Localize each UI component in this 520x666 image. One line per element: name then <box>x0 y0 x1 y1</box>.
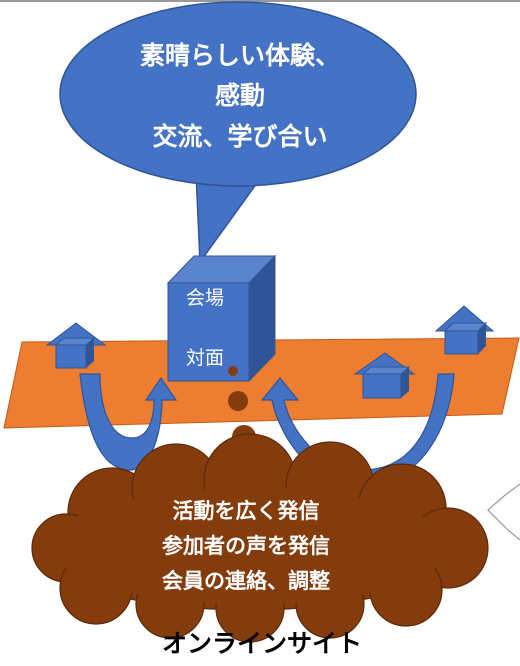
small-block-right <box>434 305 495 355</box>
cloud: 活動を広く発信 参加者の声を発信 会員の連絡、調整 <box>31 433 489 643</box>
curved-arrow-left <box>79 373 178 471</box>
cloud-line-2: 参加者の声を発信 <box>162 534 330 558</box>
bubble-line-3: 交流、学び合い <box>152 122 327 151</box>
dot-small <box>228 366 238 376</box>
bubble-line-2: 感動 <box>215 81 265 110</box>
venue-bottom-label: 対面 <box>186 347 224 369</box>
dot-medium <box>228 391 248 411</box>
small-block-left <box>45 322 107 369</box>
venue-box: 会場 対面 <box>166 254 277 383</box>
bubble-line-1: 素晴らしい体験、 <box>140 41 340 70</box>
speech-bubble: 素晴らしい体験、 感動 交流、学び合い <box>59 1 417 265</box>
cloud-line-3: 会員の連絡、調整 <box>162 569 330 593</box>
caption: オンラインサイト <box>162 629 362 658</box>
cloud-line-1: 活動を広く発信 <box>173 499 320 523</box>
right-callout-edge <box>487 483 520 541</box>
small-block-middle <box>353 352 416 399</box>
venue-top-label: 会場 <box>186 287 224 309</box>
